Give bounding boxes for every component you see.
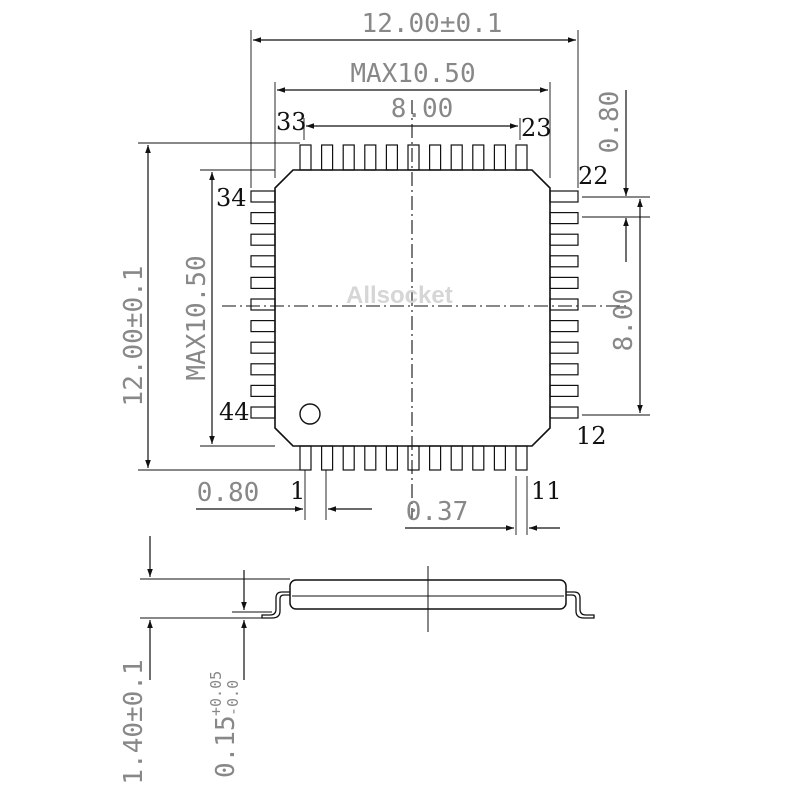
lead-pad <box>250 363 276 376</box>
lead-pad <box>250 320 276 333</box>
lead-pad <box>549 341 579 354</box>
dim-max-height-label: MAX10.50 <box>182 255 212 380</box>
dim-height-label: 12.00±0.1 <box>119 266 149 407</box>
lead-pad <box>342 144 355 171</box>
lead-pad <box>549 212 579 225</box>
dim-width-label: 12.00±0.1 <box>362 9 503 39</box>
lead-pad <box>364 144 377 171</box>
lead-pad <box>549 276 579 289</box>
left-pins <box>250 190 276 419</box>
right-pins <box>549 190 579 419</box>
dim-pin-span-top-label: 8.00 <box>391 94 454 124</box>
pin-label-34: 34 <box>216 184 247 212</box>
top-view: Allsocket 12.00±0.1 MAX10.50 8.00 12.00±… <box>119 9 650 535</box>
standoff-upper-tolerance: +0.05 <box>207 671 225 716</box>
dim-pitch-right-label: 0.80 <box>595 91 625 154</box>
lead-pad <box>342 445 355 471</box>
lead-pad <box>493 144 506 171</box>
dim-pin-span-right-label: 8.00 <box>609 289 639 352</box>
lead-pad <box>250 255 276 268</box>
dim-side-height-label: 1.40±0.1 <box>119 659 149 784</box>
lead-pad <box>250 406 276 419</box>
lead-pad <box>549 298 579 311</box>
lead-pad <box>450 144 463 171</box>
lead-pad <box>549 190 579 203</box>
lead-pad <box>429 445 442 471</box>
pin-label-1: 1 <box>290 477 305 505</box>
right-lead <box>566 591 595 619</box>
lead-pad <box>299 445 312 471</box>
dim-lead-width-label: 0.37 <box>406 497 469 527</box>
pin-label-33: 33 <box>276 108 307 136</box>
lead-pad <box>549 363 579 376</box>
lead-pad <box>407 144 420 171</box>
standoff-lower-tolerance: -0.0 <box>224 680 242 716</box>
lead-pad <box>549 320 579 333</box>
lead-pad <box>429 144 442 171</box>
pin-label-12: 12 <box>576 422 607 450</box>
pin-label-11: 11 <box>531 477 562 505</box>
dim-max-width-label: MAX10.50 <box>350 59 475 89</box>
lead-pad <box>472 445 485 471</box>
lead-pad <box>493 445 506 471</box>
lead-pad <box>250 190 276 203</box>
pin-label-22: 22 <box>578 162 609 190</box>
lead-pad <box>250 212 276 225</box>
lead-pad <box>515 445 528 471</box>
bottom-pins <box>299 445 528 471</box>
lead-pad <box>385 144 398 171</box>
dim-pitch-bottom-label: 0.80 <box>197 478 260 508</box>
lead-pad <box>472 144 485 171</box>
lead-pad <box>299 144 312 171</box>
watermark: Allsocket <box>346 282 453 309</box>
lead-pad <box>250 276 276 289</box>
pin1-marker <box>299 403 321 425</box>
lead-pad <box>549 406 579 419</box>
standoff-base-text: 0.15 <box>211 715 241 778</box>
lead-pad <box>515 144 528 171</box>
lead-pad <box>321 144 334 171</box>
pin-label-23: 23 <box>521 114 552 142</box>
lead-pad <box>364 445 377 471</box>
lead-pad <box>549 384 579 397</box>
lead-pad <box>450 445 463 471</box>
top-pins <box>299 144 528 171</box>
lead-pad <box>549 233 579 246</box>
side-view: 1.40±0.1 0.15 +0.05 -0.0 <box>119 536 595 785</box>
lead-pad <box>321 445 334 471</box>
lead-pad <box>250 384 276 397</box>
lead-pad <box>549 255 579 268</box>
lead-pad <box>385 445 398 471</box>
chip-body <box>274 169 551 447</box>
left-lead <box>261 591 290 619</box>
pin-label-44: 44 <box>219 398 250 426</box>
lead-pad <box>250 298 276 311</box>
lead-pad <box>407 445 420 471</box>
lead-pad <box>250 341 276 354</box>
lead-pad <box>250 233 276 246</box>
dim-standoff-label: 0.15 +0.05 -0.0 <box>207 671 242 778</box>
